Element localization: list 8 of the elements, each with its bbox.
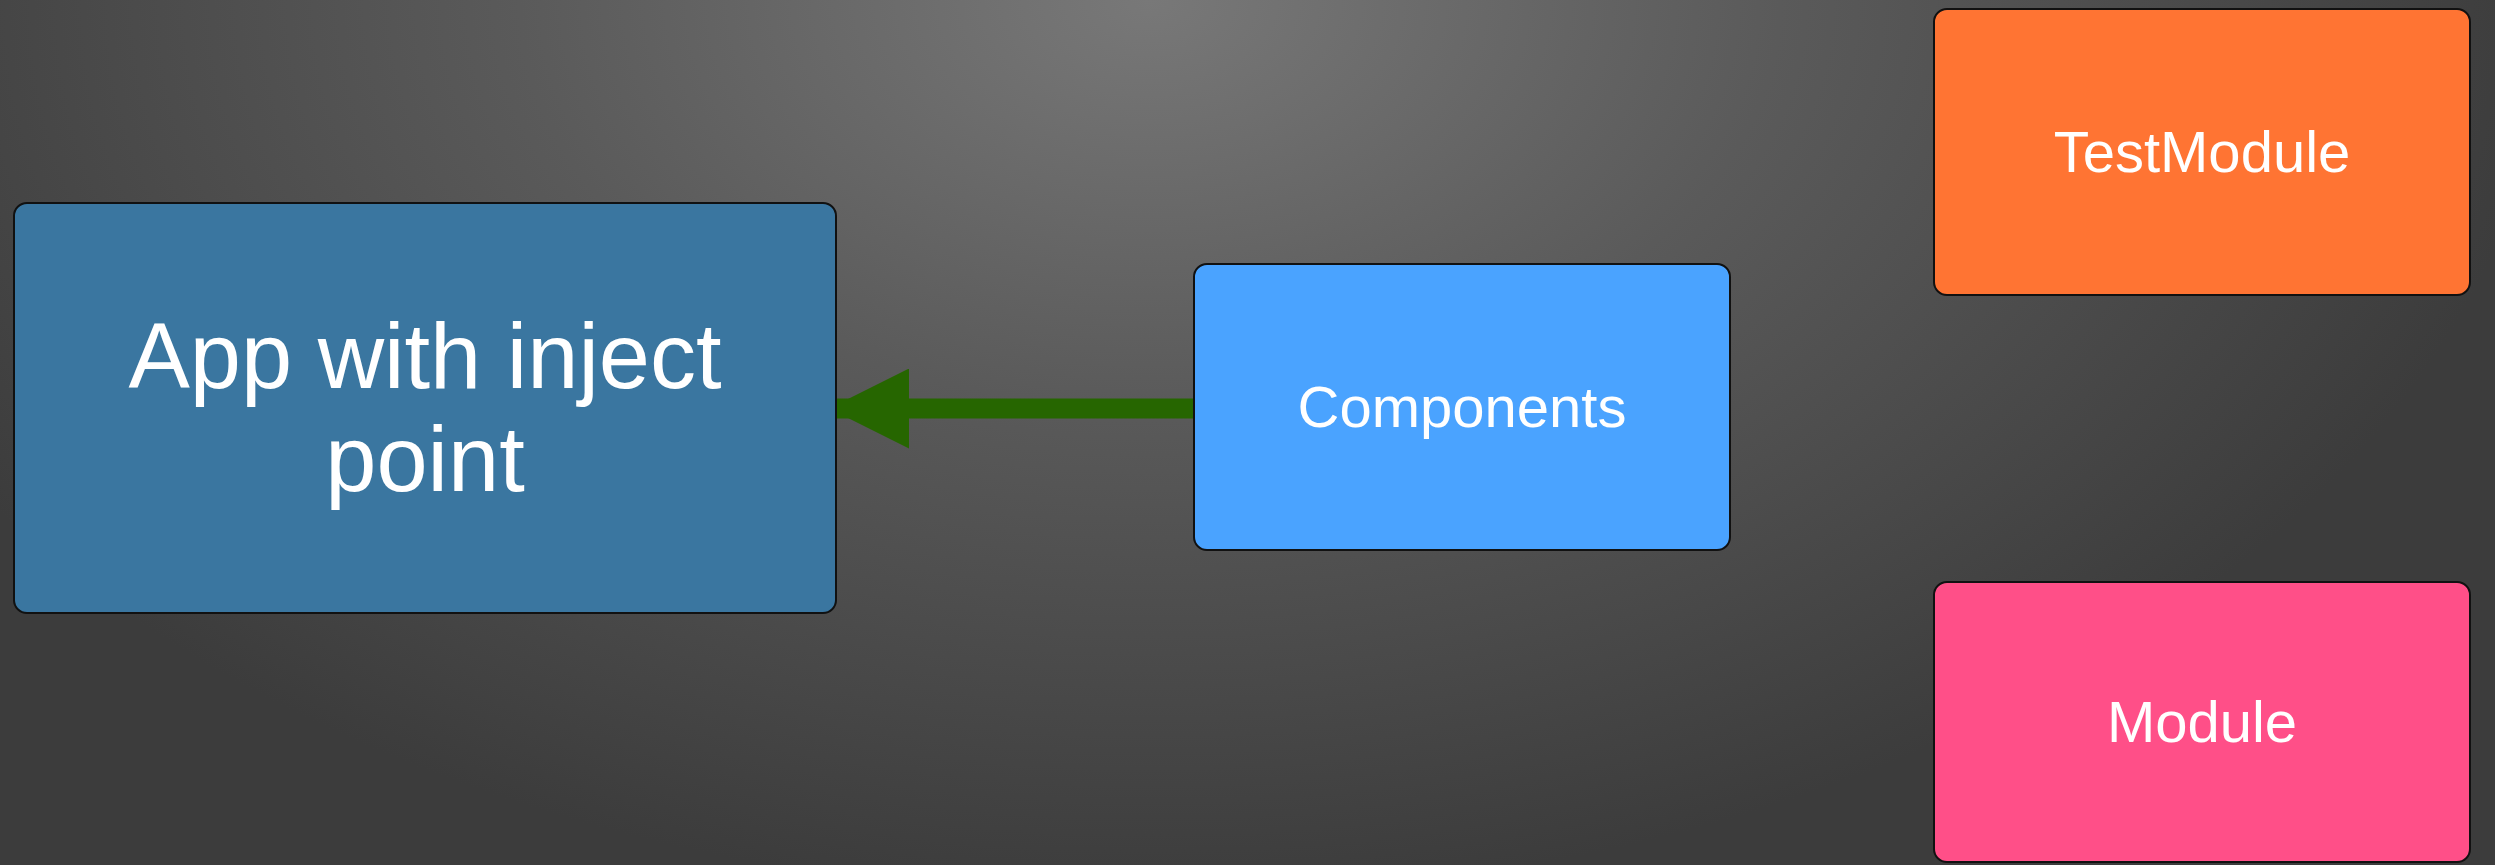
box-label: Components (1297, 374, 1627, 440)
box-label: App with inject point (127, 304, 723, 512)
box-label: TestModule (2053, 119, 2351, 185)
process-box (1193, 263, 1731, 551)
box-label: Module (2106, 689, 2298, 755)
process-box (1933, 8, 2471, 296)
process-box (13, 202, 837, 614)
process-box (1933, 581, 2471, 863)
